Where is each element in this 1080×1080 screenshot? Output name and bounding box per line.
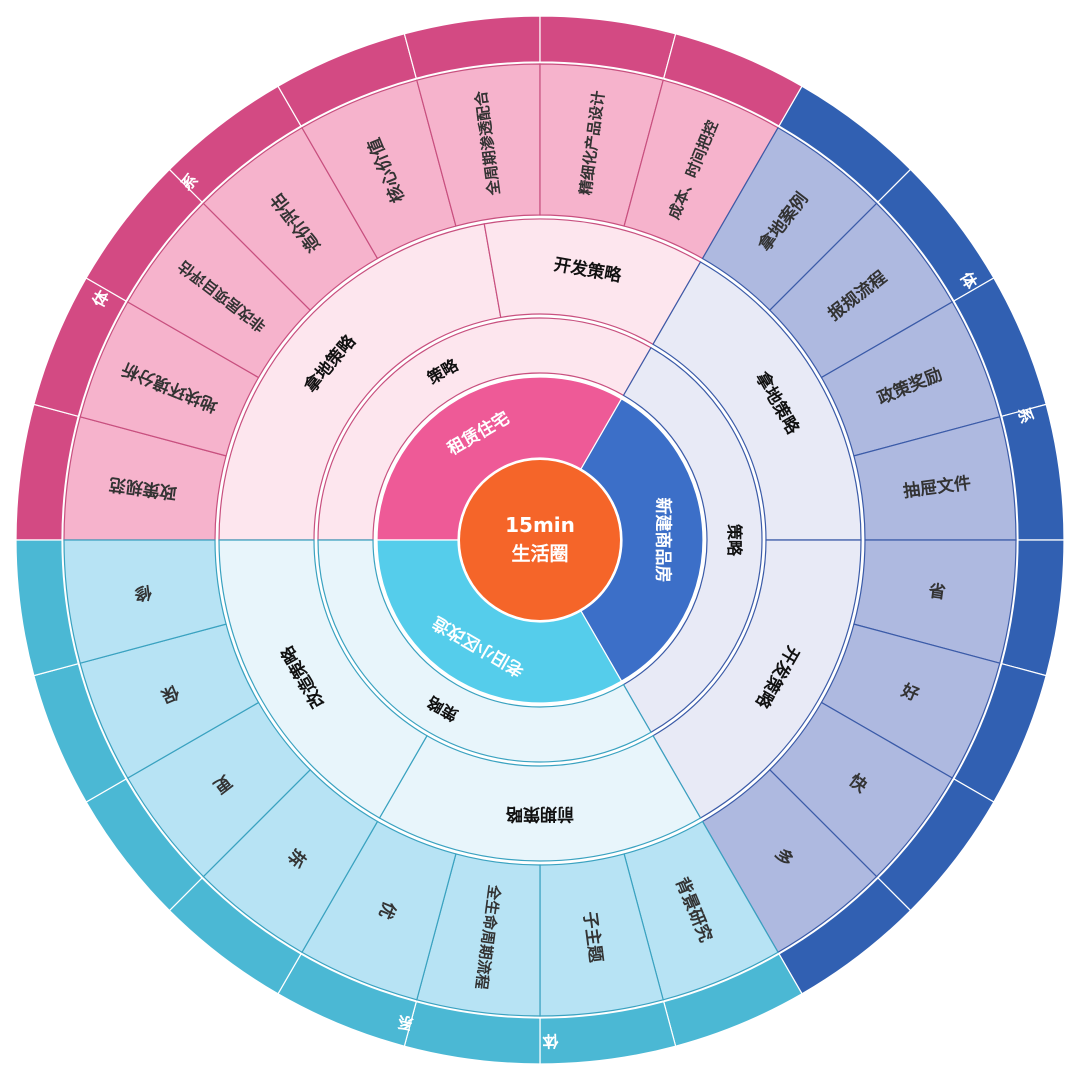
ring2-label-new-0: 策略 bbox=[725, 523, 744, 557]
center-circle bbox=[460, 460, 620, 620]
ring5-label-old-0: 体 bbox=[541, 1031, 558, 1050]
ring2-segment-old-0 bbox=[317, 539, 652, 763]
ring3-label-old-0: 前期策略 bbox=[505, 804, 574, 825]
center-label-line2: 生活圈 bbox=[511, 542, 568, 565]
ring5-label-new-1: 系 bbox=[1014, 405, 1036, 425]
ring3-segment-old-1 bbox=[218, 539, 428, 819]
ring2-segment-new-0 bbox=[622, 346, 763, 734]
ring4-label-new-4: 省 bbox=[926, 580, 947, 603]
core-label-new: 新建商品房 bbox=[653, 498, 674, 583]
ring3-segment-rental-0 bbox=[218, 223, 502, 541]
ring5-segment-old-7 bbox=[15, 539, 80, 677]
segments-layer bbox=[15, 15, 1065, 1065]
ring5-label-old-1: 系 bbox=[395, 1011, 416, 1034]
ring4-segment-old-7 bbox=[63, 539, 227, 664]
core-segment-old bbox=[376, 539, 623, 704]
core-segment-new bbox=[580, 398, 704, 682]
ring2-segment-rental-0 bbox=[317, 317, 652, 541]
center-layer: 15min 生活圈 bbox=[460, 460, 620, 620]
ring4-label-old-3: 优 bbox=[374, 898, 400, 922]
core-segment-rental bbox=[376, 376, 623, 541]
center-label-line1: 15min bbox=[505, 513, 575, 537]
ring4-label-old-7: 修 bbox=[132, 581, 154, 604]
